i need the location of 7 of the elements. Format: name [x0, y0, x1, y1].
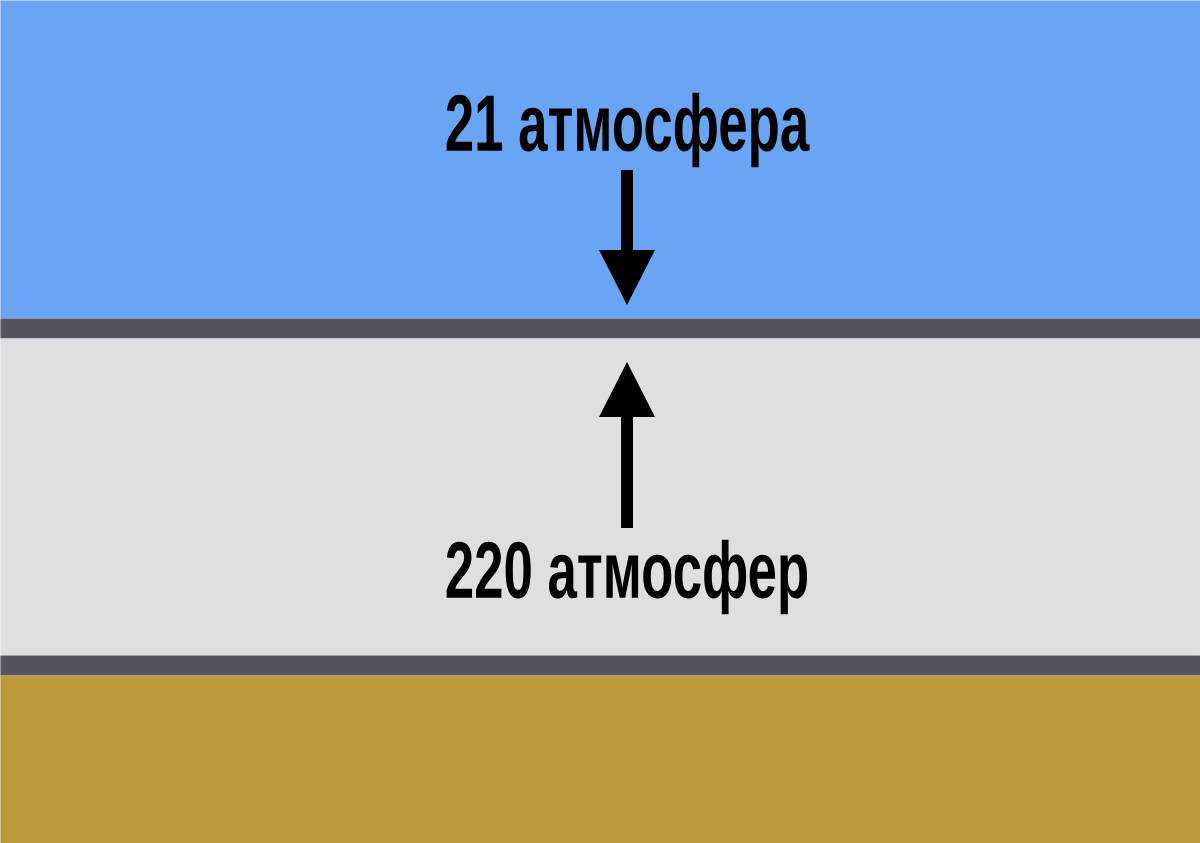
boundary-strip [0, 655, 1200, 676]
ground-band [0, 675, 1200, 843]
boundary-strip [0, 318, 1200, 339]
pressure-label: 220 атмосфер [446, 539, 808, 615]
upper-band [0, 0, 1200, 319]
pressure-label: 21 атмосфера [446, 92, 810, 168]
middle-band [0, 338, 1200, 656]
